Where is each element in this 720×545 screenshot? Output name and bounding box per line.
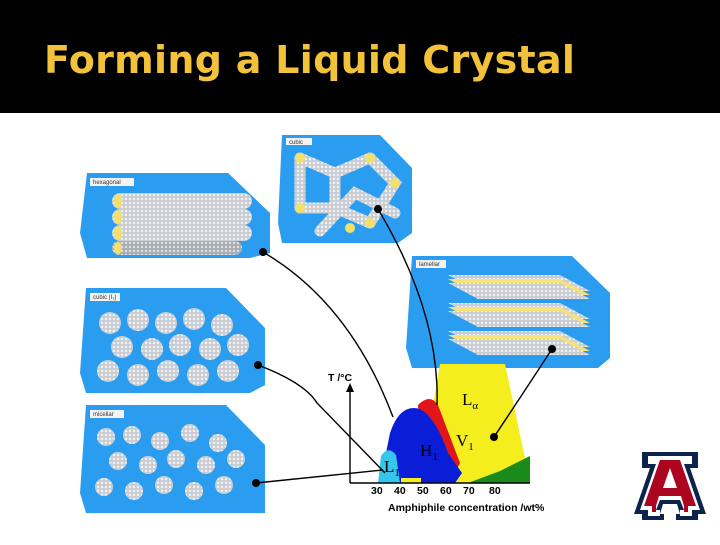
- phase-diagram: T /°C 30 40 50 60 70 80 Amphiphile conce…: [328, 364, 545, 514]
- micellar-spheres: [95, 424, 245, 500]
- arizona-a-logo: [634, 452, 706, 520]
- lamellar-label: lamellar: [419, 262, 440, 268]
- slide-title: Forming a Liquid Crystal: [44, 38, 576, 82]
- y-axis-label: T /°C: [328, 372, 352, 384]
- connector-cubic: [257, 364, 386, 474]
- phase-label-v1: V1: [456, 431, 474, 453]
- x-tick-40: 40: [394, 485, 406, 497]
- micellar-label: micellar: [93, 412, 114, 418]
- cubic-bicontinuous-panel: cubic: [278, 135, 412, 243]
- liquid-crystal-figure: hexagonal cubic (I₁): [0, 113, 720, 540]
- connector-lamellar: [493, 348, 553, 438]
- micellar-panel: micellar: [80, 405, 265, 513]
- phase-region-h1: [380, 408, 462, 483]
- lamellar-label-box: [416, 260, 446, 268]
- connector-lines: [255, 208, 553, 484]
- hexagonal-label: hexagonal: [93, 180, 121, 186]
- phase-region-solid: [468, 456, 530, 483]
- cubic-spheres: [97, 308, 249, 386]
- lamellar-bilayers: [448, 275, 590, 355]
- title-bar: Forming a Liquid Crystal: [0, 0, 720, 113]
- cubic-label: cubic (I₁): [93, 295, 116, 301]
- x-tick-30: 30: [371, 485, 383, 497]
- hexagonal-cylinders: [112, 193, 252, 255]
- phase-region-l1: [378, 450, 400, 483]
- phase-label-l1: L1: [384, 457, 400, 479]
- cubic-bicontinuous-label-box: [286, 138, 312, 145]
- connector-dots: [252, 205, 556, 487]
- x-tick-70: 70: [463, 485, 475, 497]
- phase-label-h1: H1: [420, 441, 438, 463]
- cubic-panel: cubic (I₁): [80, 288, 265, 393]
- x-tick-60: 60: [440, 485, 452, 497]
- connector-hexagonal: [262, 251, 394, 418]
- micellar-label-box: [90, 410, 124, 418]
- connector-bicontinuous: [377, 208, 438, 406]
- cubic-label-box: [90, 293, 120, 301]
- university-logo: [628, 446, 712, 522]
- cubic-bicontinuous-label: cubic: [289, 140, 303, 146]
- hexagonal-label-box: [90, 178, 134, 186]
- lamellar-panel: lamellar: [406, 256, 610, 368]
- phase-label-la: Lα: [462, 390, 478, 412]
- figure-svg: hexagonal cubic (I₁): [80, 135, 610, 514]
- x-tick-50: 50: [417, 485, 429, 497]
- hexagonal-panel: hexagonal: [80, 173, 270, 258]
- x-axis-label: Amphiphile concentration /wt%: [388, 502, 545, 514]
- x-tick-80: 80: [489, 485, 501, 497]
- connector-micellar: [255, 469, 384, 484]
